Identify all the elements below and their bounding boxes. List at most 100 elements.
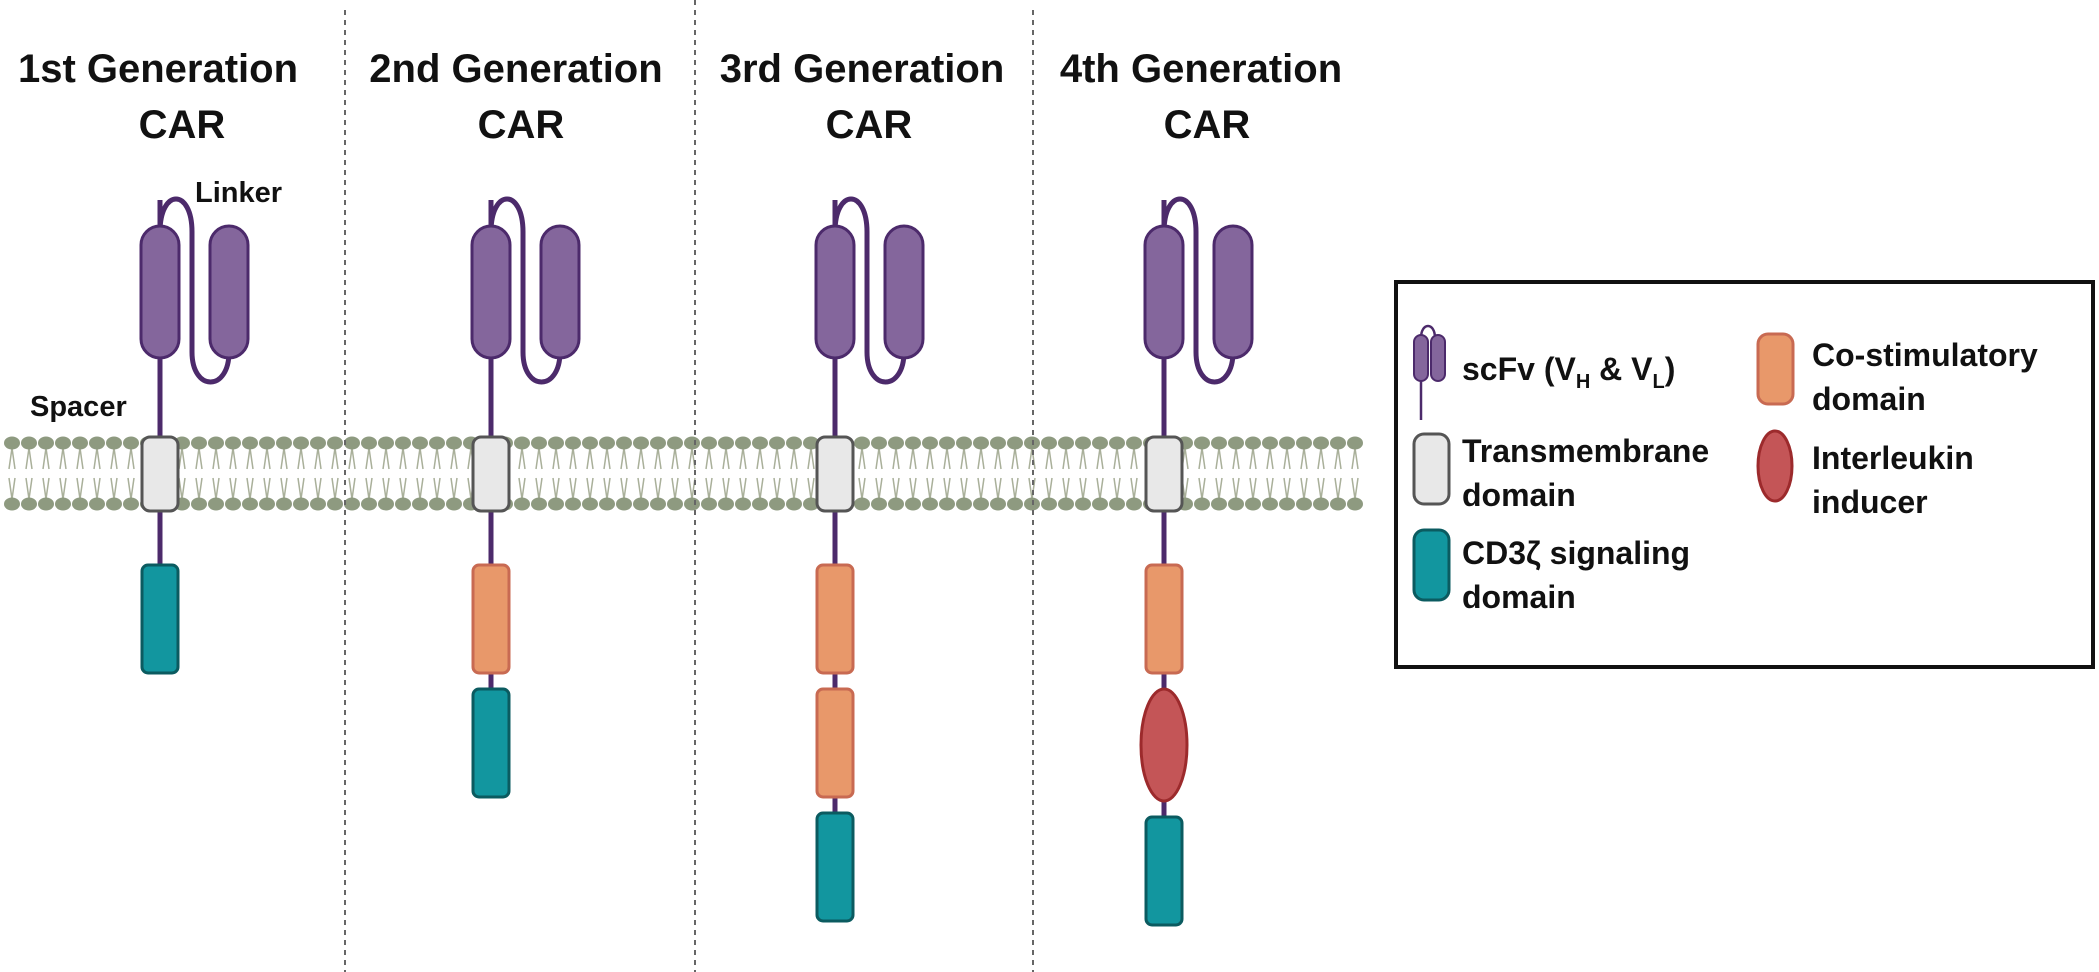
lipid-head bbox=[684, 436, 700, 450]
lipid-head bbox=[1330, 497, 1346, 511]
lipid-head bbox=[633, 436, 649, 450]
generation-2-title: 2nd Generation CAR bbox=[369, 47, 662, 147]
scfv-vl-domain bbox=[208, 224, 250, 360]
lipid-head bbox=[327, 436, 343, 450]
transmembrane-domain bbox=[815, 435, 855, 513]
transmembrane-domain bbox=[140, 435, 180, 513]
costimulatory-domain bbox=[815, 687, 855, 799]
lipid-head bbox=[378, 497, 394, 511]
lipid-head bbox=[123, 497, 139, 511]
legend-cd3z-line2: domain bbox=[1462, 579, 1576, 615]
lipid-head bbox=[106, 436, 122, 450]
scfv-vh-domain bbox=[1143, 224, 1185, 360]
lipid-head bbox=[769, 497, 785, 511]
lipid-head bbox=[769, 436, 785, 450]
cd3z-signaling-domain bbox=[815, 811, 855, 923]
lipid-head bbox=[1296, 497, 1312, 511]
lipid-head bbox=[1109, 497, 1125, 511]
interleukin-icon bbox=[1756, 429, 1794, 503]
lipid-head bbox=[361, 497, 377, 511]
lipid-head bbox=[565, 497, 581, 511]
cd3z-signaling-domain bbox=[471, 687, 511, 799]
lipid-head bbox=[922, 436, 938, 450]
scfv-vl-domain bbox=[883, 224, 925, 360]
lipid-head bbox=[38, 436, 54, 450]
lipid-head bbox=[361, 436, 377, 450]
lipid-head bbox=[514, 436, 530, 450]
lipid-head bbox=[956, 436, 972, 450]
lipid-head bbox=[1075, 436, 1091, 450]
legend-interleukin-line1: Interleukin bbox=[1812, 440, 1974, 476]
lipid-head bbox=[1109, 436, 1125, 450]
lipid-head bbox=[854, 497, 870, 511]
lipid-head bbox=[412, 497, 428, 511]
lipid-head bbox=[888, 436, 904, 450]
legend-transmembrane-line2: domain bbox=[1462, 477, 1576, 513]
lipid-head bbox=[1194, 497, 1210, 511]
lipid-head bbox=[55, 497, 71, 511]
lipid-head bbox=[4, 497, 20, 511]
lipid-head bbox=[616, 497, 632, 511]
lipid-head bbox=[718, 497, 734, 511]
lipid-head bbox=[1313, 497, 1329, 511]
lipid-head bbox=[1330, 436, 1346, 450]
lipid-head bbox=[225, 497, 241, 511]
lipid-head bbox=[276, 436, 292, 450]
legend-transmembrane-line1: Transmembrane bbox=[1462, 433, 1709, 469]
generation-4-title: 4th Generation CAR bbox=[1060, 47, 1342, 147]
scfv-vh-domain bbox=[139, 224, 181, 360]
generation-3-title: 3rd Generation CAR bbox=[720, 47, 1005, 147]
lipid-head bbox=[89, 497, 105, 511]
interleukin-inducer bbox=[1139, 687, 1189, 803]
lipid-head bbox=[1279, 497, 1295, 511]
costimulatory-domain bbox=[1144, 563, 1184, 675]
lipid-head bbox=[21, 497, 37, 511]
lipid-head bbox=[871, 436, 887, 450]
lipid-head bbox=[599, 497, 615, 511]
lipid-head bbox=[446, 497, 462, 511]
lipid-head bbox=[123, 436, 139, 450]
lipid-head bbox=[378, 436, 394, 450]
costimulatory-icon bbox=[1756, 332, 1795, 406]
lipid-head bbox=[1262, 436, 1278, 450]
lipid-head bbox=[395, 497, 411, 511]
lipid-head bbox=[973, 436, 989, 450]
legend-costim-line1: Co-stimulatory bbox=[1812, 337, 2038, 373]
lipid-head bbox=[1347, 497, 1363, 511]
generation-1-title-line1: 1st Generation bbox=[18, 47, 298, 91]
lipid-head bbox=[1228, 436, 1244, 450]
car-construct-1 bbox=[139, 196, 250, 675]
lipid-head bbox=[565, 436, 581, 450]
cd3z-signaling-domain bbox=[140, 563, 180, 675]
legend-costim-line2: domain bbox=[1812, 381, 1926, 417]
lipid-head bbox=[225, 436, 241, 450]
generation-1-title-line2: CAR bbox=[139, 103, 226, 147]
legend-cd3z-line1: CD3ζ signaling bbox=[1462, 535, 1690, 571]
lipid-head bbox=[752, 497, 768, 511]
lipid-head bbox=[633, 497, 649, 511]
lipid-head bbox=[956, 497, 972, 511]
lipid-head bbox=[1075, 497, 1091, 511]
linker bbox=[832, 196, 907, 385]
lipid-head bbox=[1041, 497, 1057, 511]
lipid-head bbox=[1126, 436, 1142, 450]
lipid-head bbox=[582, 436, 598, 450]
generation-4-title-line1: 4th Generation bbox=[1060, 47, 1342, 91]
lipid-head bbox=[650, 497, 666, 511]
lipid-head bbox=[327, 497, 343, 511]
lipid-head bbox=[735, 436, 751, 450]
lipid-head bbox=[786, 497, 802, 511]
generation-3-title-line1: 3rd Generation bbox=[720, 47, 1005, 91]
lipid-head bbox=[242, 436, 258, 450]
lipid-head bbox=[1211, 436, 1227, 450]
linker bbox=[488, 196, 563, 385]
lipid-head bbox=[344, 436, 360, 450]
lipid-head bbox=[310, 497, 326, 511]
lipid-head bbox=[531, 436, 547, 450]
costimulatory-domain bbox=[471, 563, 511, 675]
legend: scFv (VH & VL) Transmembrane domain CD3ζ… bbox=[1394, 280, 2095, 669]
car-constructs bbox=[139, 196, 1254, 927]
lipid-head bbox=[89, 436, 105, 450]
lipid-head bbox=[871, 497, 887, 511]
